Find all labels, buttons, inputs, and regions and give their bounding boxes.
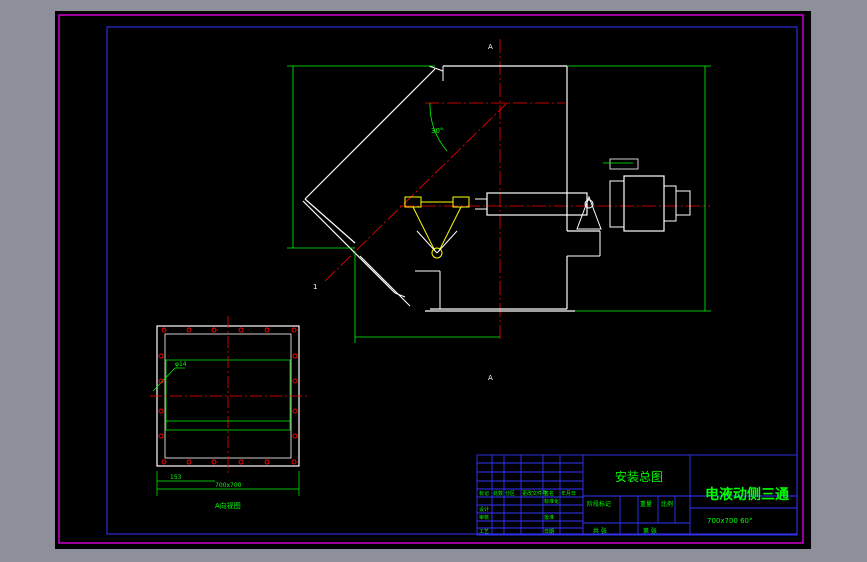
stage-mark-label: 阶段标记 [587, 500, 611, 508]
main-view [302, 39, 710, 341]
rev-label-5: 签名 [544, 490, 554, 497]
cad-sheet: A A 30° 1 φ14 153 700x700 A向视图 [55, 11, 811, 549]
section-mark-top: A [488, 43, 493, 51]
left-dim-label: 153 [170, 474, 182, 481]
rev-label-1: 标记 [479, 490, 489, 497]
date-label: 日期 [544, 529, 554, 535]
product-name: 电液动侧三通 [705, 486, 789, 503]
weight-label: 重量 [640, 500, 652, 508]
rev-label-3: 分区 [505, 490, 515, 497]
section-mark-bottom: A [488, 374, 493, 382]
drawing-title: 安装总图 [615, 469, 663, 484]
sheet-no-label: 第 张 [643, 527, 657, 535]
angle-label: 30° [431, 127, 443, 135]
title-block [476, 454, 798, 536]
sign-label-design: 设计 [479, 506, 489, 513]
bottom-dim-label: 700x700 [215, 482, 242, 489]
sign-label-check: 审核 [479, 514, 489, 521]
dimension-lines [287, 65, 711, 343]
rev-label-6: 年月日 [561, 490, 576, 497]
bottom-view-label: A向视图 [215, 501, 241, 510]
rev-label-4: 更改文件号 [522, 490, 547, 497]
standardization-label: 标准化 [544, 498, 559, 505]
approve-label: 批准 [544, 514, 554, 521]
rev-label-2: 处数 [493, 490, 503, 497]
product-spec: 700x700 60° [707, 517, 753, 525]
sign-label-process: 工艺 [479, 529, 489, 535]
cad-drawing: A A 30° 1 φ14 153 700x700 A向视图 [58, 14, 804, 544]
leader-label: 1 [313, 283, 317, 291]
hole-label: φ14 [175, 361, 187, 368]
sheet-total-label: 共 张 [593, 527, 607, 535]
outer-frame [58, 14, 804, 544]
a-view [150, 316, 307, 496]
scale-label: 比例 [661, 500, 673, 508]
inner-border [106, 26, 798, 535]
